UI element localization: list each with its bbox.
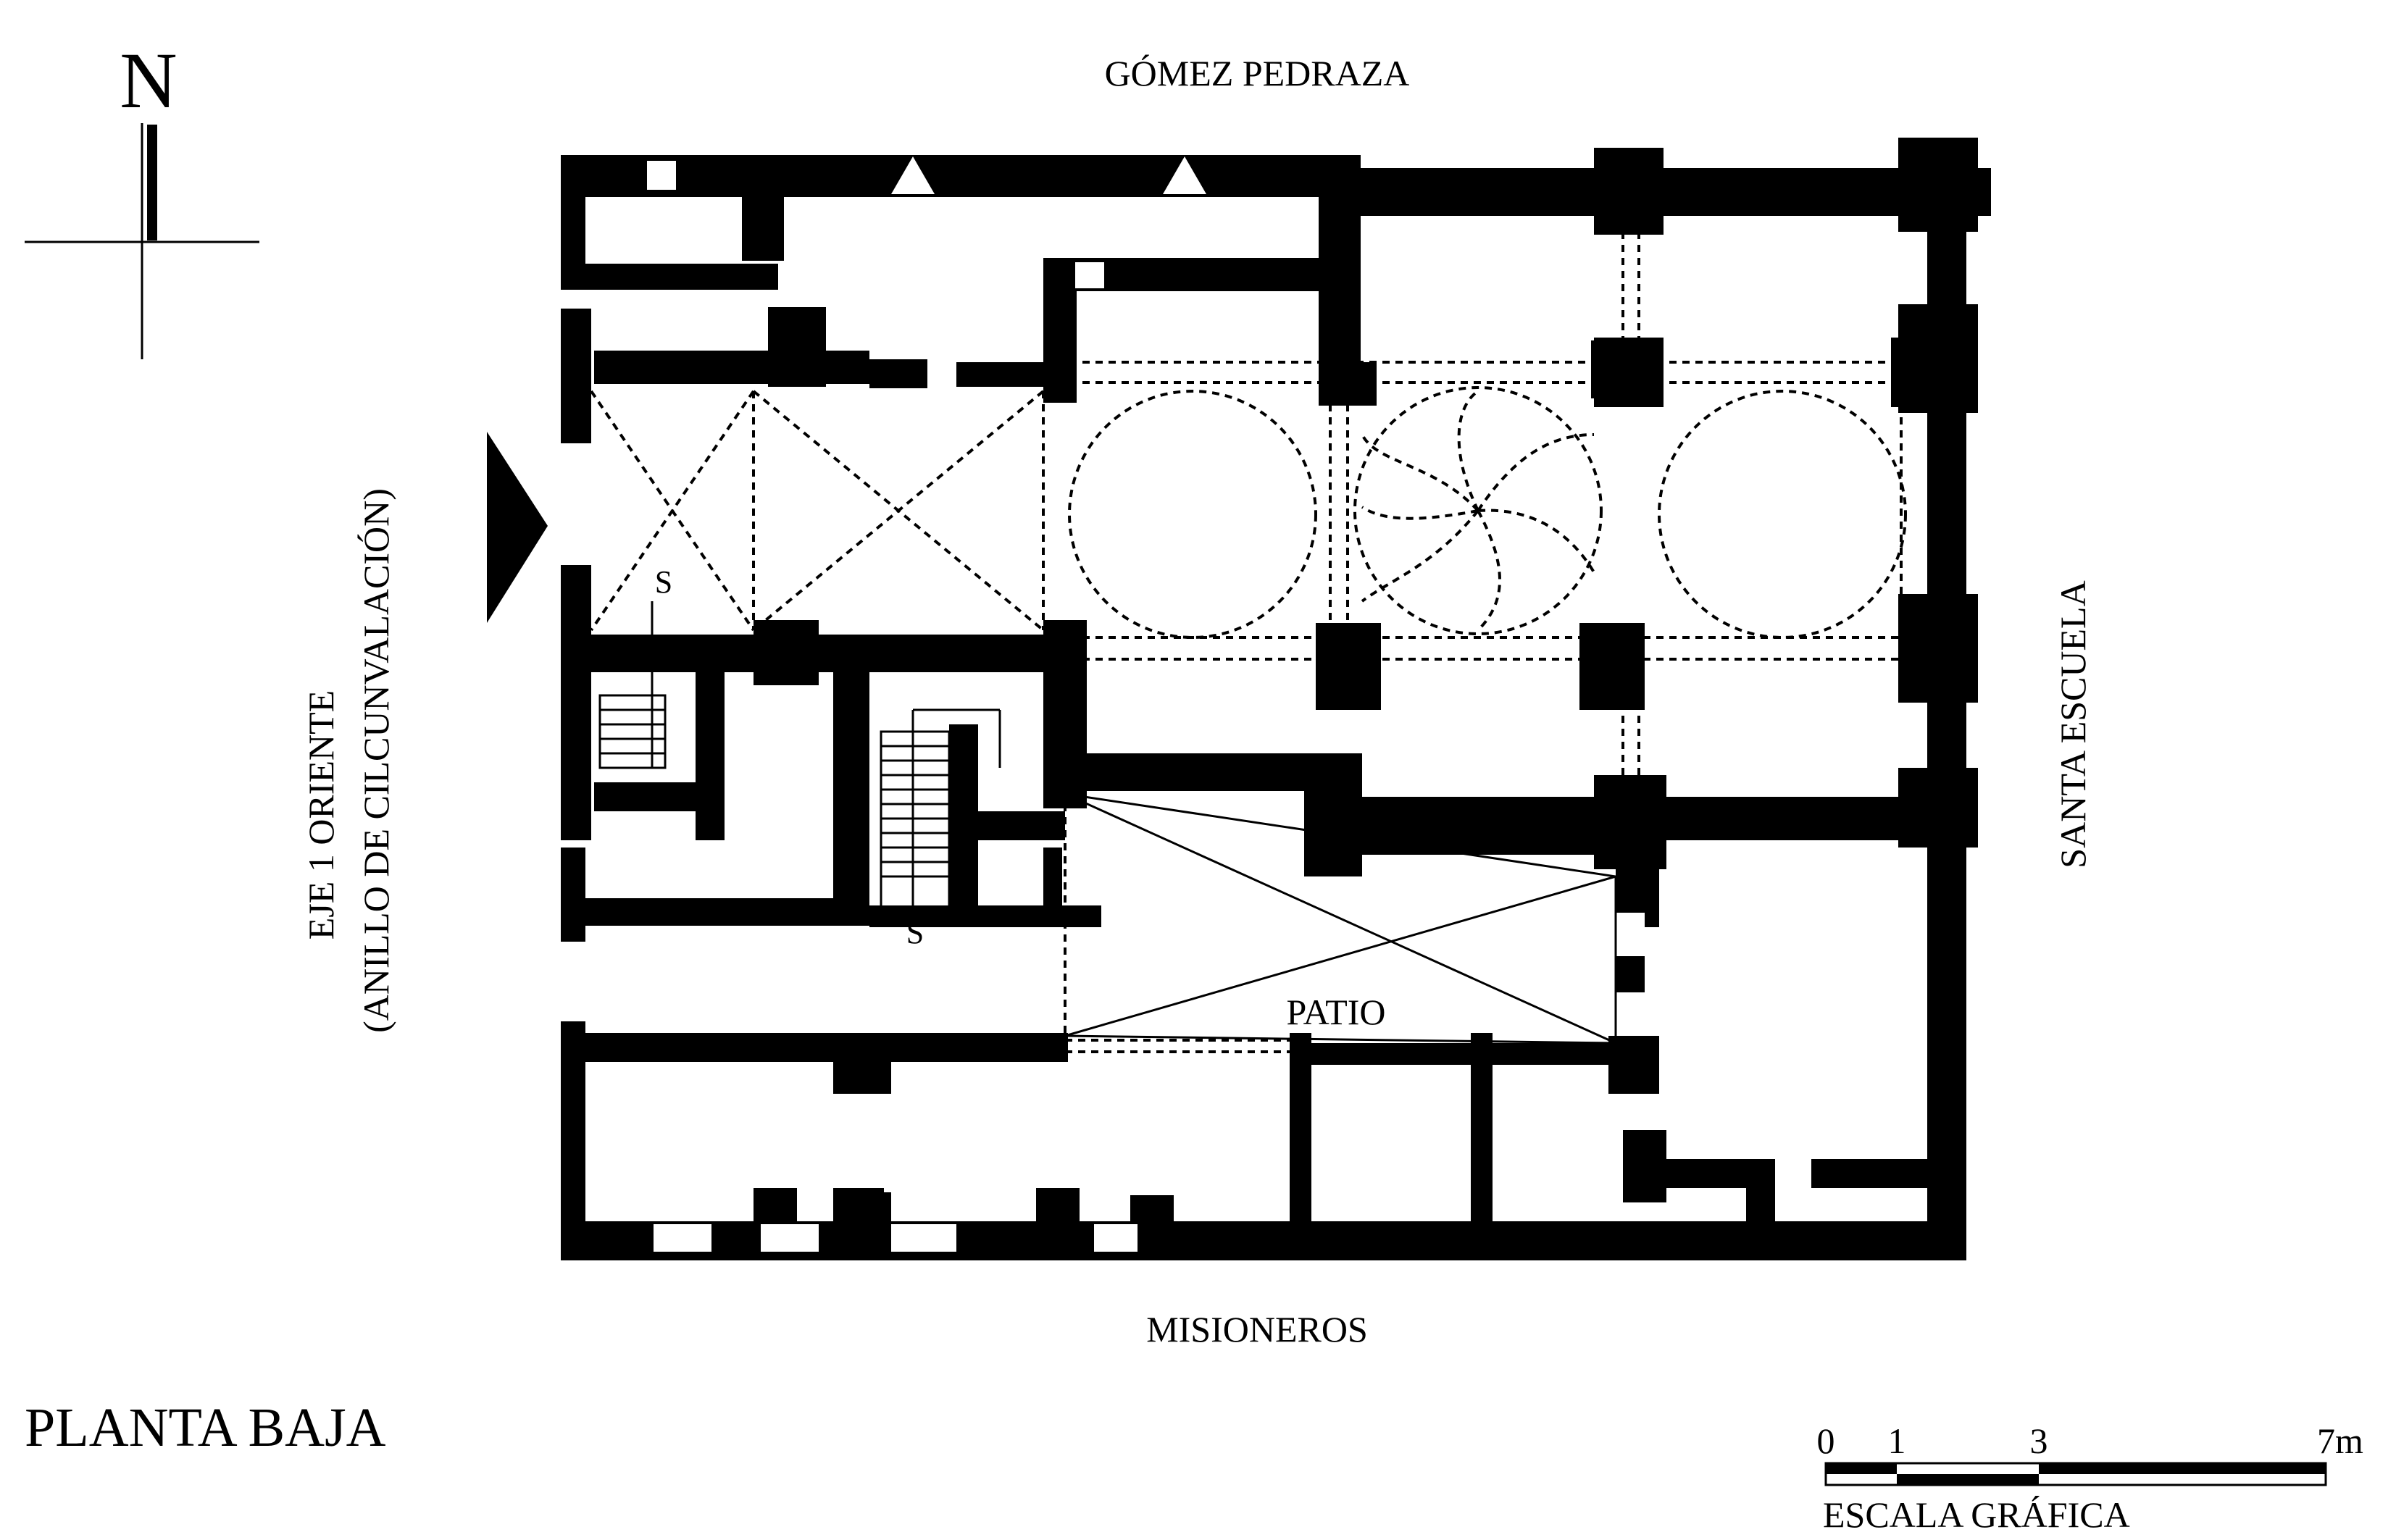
stair-label-central: S (906, 915, 924, 950)
street-label-west-line2: (ANILLO DE CILCUNVALACIÓN) (356, 488, 396, 1033)
scale-bar: 0 1 3 7m ESCALA GRÁFICA (1817, 1420, 2364, 1535)
scale-bar-caption: ESCALA GRÁFICA (1823, 1494, 2130, 1535)
staircase-central (880, 708, 1001, 920)
scale-tick-0: 0 (1817, 1420, 1835, 1461)
patio-outline (1064, 792, 1617, 1045)
openings (647, 156, 1927, 1252)
north-label: N (120, 36, 177, 125)
street-label-north: GÓMEZ PEDRAZA (1105, 53, 1410, 93)
scale-tick-3: 3 (2030, 1420, 2048, 1461)
north-arrow-icon: N (25, 36, 259, 359)
vault-lines (590, 232, 1913, 1053)
stair-label-west: S (655, 564, 672, 600)
street-label-south: MISIONEROS (1146, 1309, 1368, 1349)
room-label-patio: PATIO (1286, 992, 1385, 1032)
scale-tick-7m: 7m (2317, 1420, 2363, 1461)
staircase-west (598, 601, 667, 769)
street-label-east: SANTA ESCUELA (2053, 580, 2093, 868)
drawing-title: PLANTA BAJA (25, 1397, 386, 1458)
scale-tick-1: 1 (1888, 1420, 1906, 1461)
street-label-west-line1: EJE 1 ORIENTE (301, 690, 341, 940)
walls (561, 138, 1991, 1260)
entrance-arrow-icon (487, 432, 548, 623)
